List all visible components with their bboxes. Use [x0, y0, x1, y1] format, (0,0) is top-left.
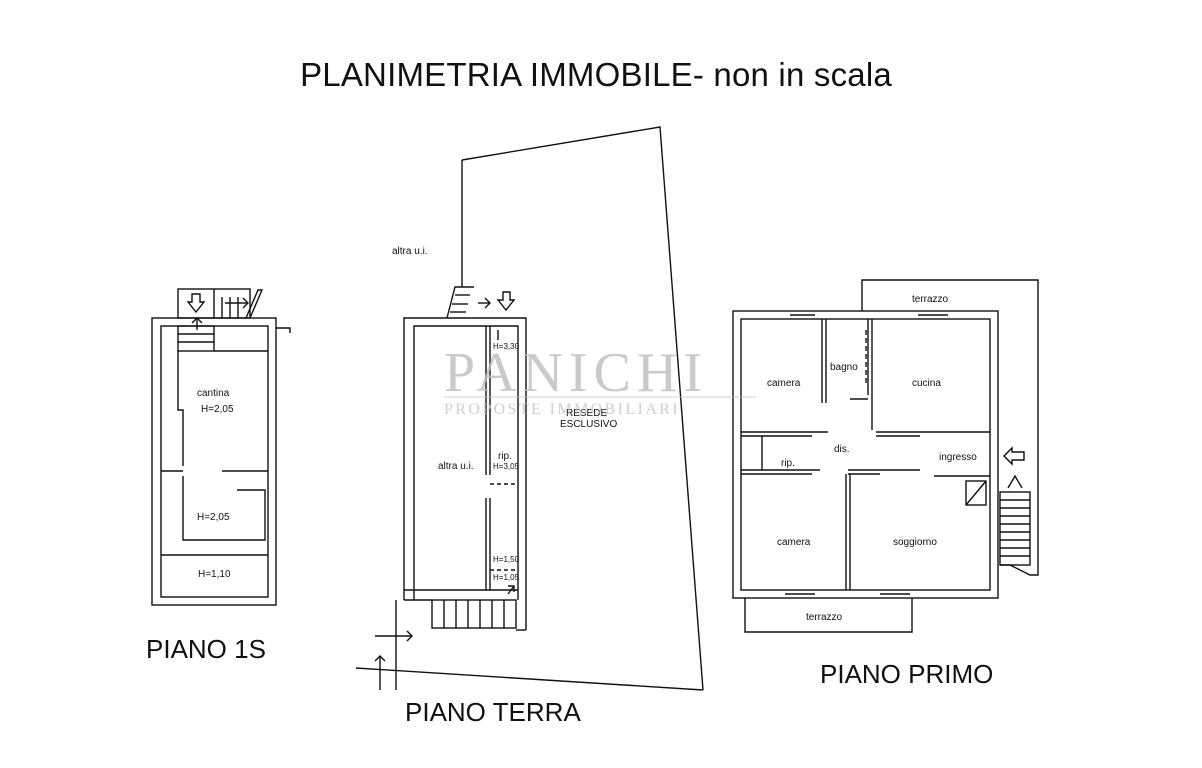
label-1s-room2-height: H=2,05 [197, 512, 230, 523]
label-altra-ui-top: altra u.i. [392, 246, 428, 257]
label-h105: H=1,05 [493, 573, 520, 582]
label-altra-ui-main: altra u.i. [438, 461, 474, 472]
plan-piano-1s [151, 288, 291, 606]
label-bagno: bagno [830, 362, 858, 373]
label-resede: RESEDE [566, 408, 607, 419]
label-rip-primo: rip. [781, 458, 795, 469]
label-esclusivo: ESCLUSIVO [560, 419, 617, 430]
label-soggiorno: soggiorno [893, 537, 937, 548]
label-terrazzo-top: terrazzo [912, 294, 949, 305]
label-h330: H=3,30 [493, 342, 520, 351]
floor-label-piano-1s: PIANO 1S [146, 634, 266, 664]
floor-label-piano-primo: PIANO PRIMO [820, 659, 994, 689]
label-cantina: cantina [197, 388, 230, 399]
label-rip-terra: rip. [498, 451, 512, 462]
label-cantina-height: H=2,05 [201, 404, 234, 415]
page-title: PLANIMETRIA IMMOBILE- non in scala [300, 56, 892, 93]
watermark-brand: PANICHI [444, 342, 708, 404]
label-dis: dis. [834, 444, 850, 455]
label-cucina: cucina [912, 378, 941, 389]
plan-piano-primo [732, 279, 1039, 633]
label-rip-terra-height: H=3,05 [493, 462, 520, 471]
floor-label-piano-terra: PIANO TERRA [405, 697, 581, 727]
watermark: PANICHI PROPOSTE IMMOBILIARI [444, 342, 756, 418]
watermark-tagline: PROPOSTE IMMOBILIARI [444, 401, 680, 418]
label-camera-bottom: camera [777, 537, 811, 548]
label-1s-room3-height: H=1,10 [198, 569, 231, 580]
plan-piano-terra [355, 126, 704, 691]
label-h150: H=1,50 [493, 555, 520, 564]
label-terrazzo-bottom: terrazzo [806, 612, 843, 623]
label-camera-top: camera [767, 378, 801, 389]
label-ingresso: ingresso [939, 452, 977, 463]
